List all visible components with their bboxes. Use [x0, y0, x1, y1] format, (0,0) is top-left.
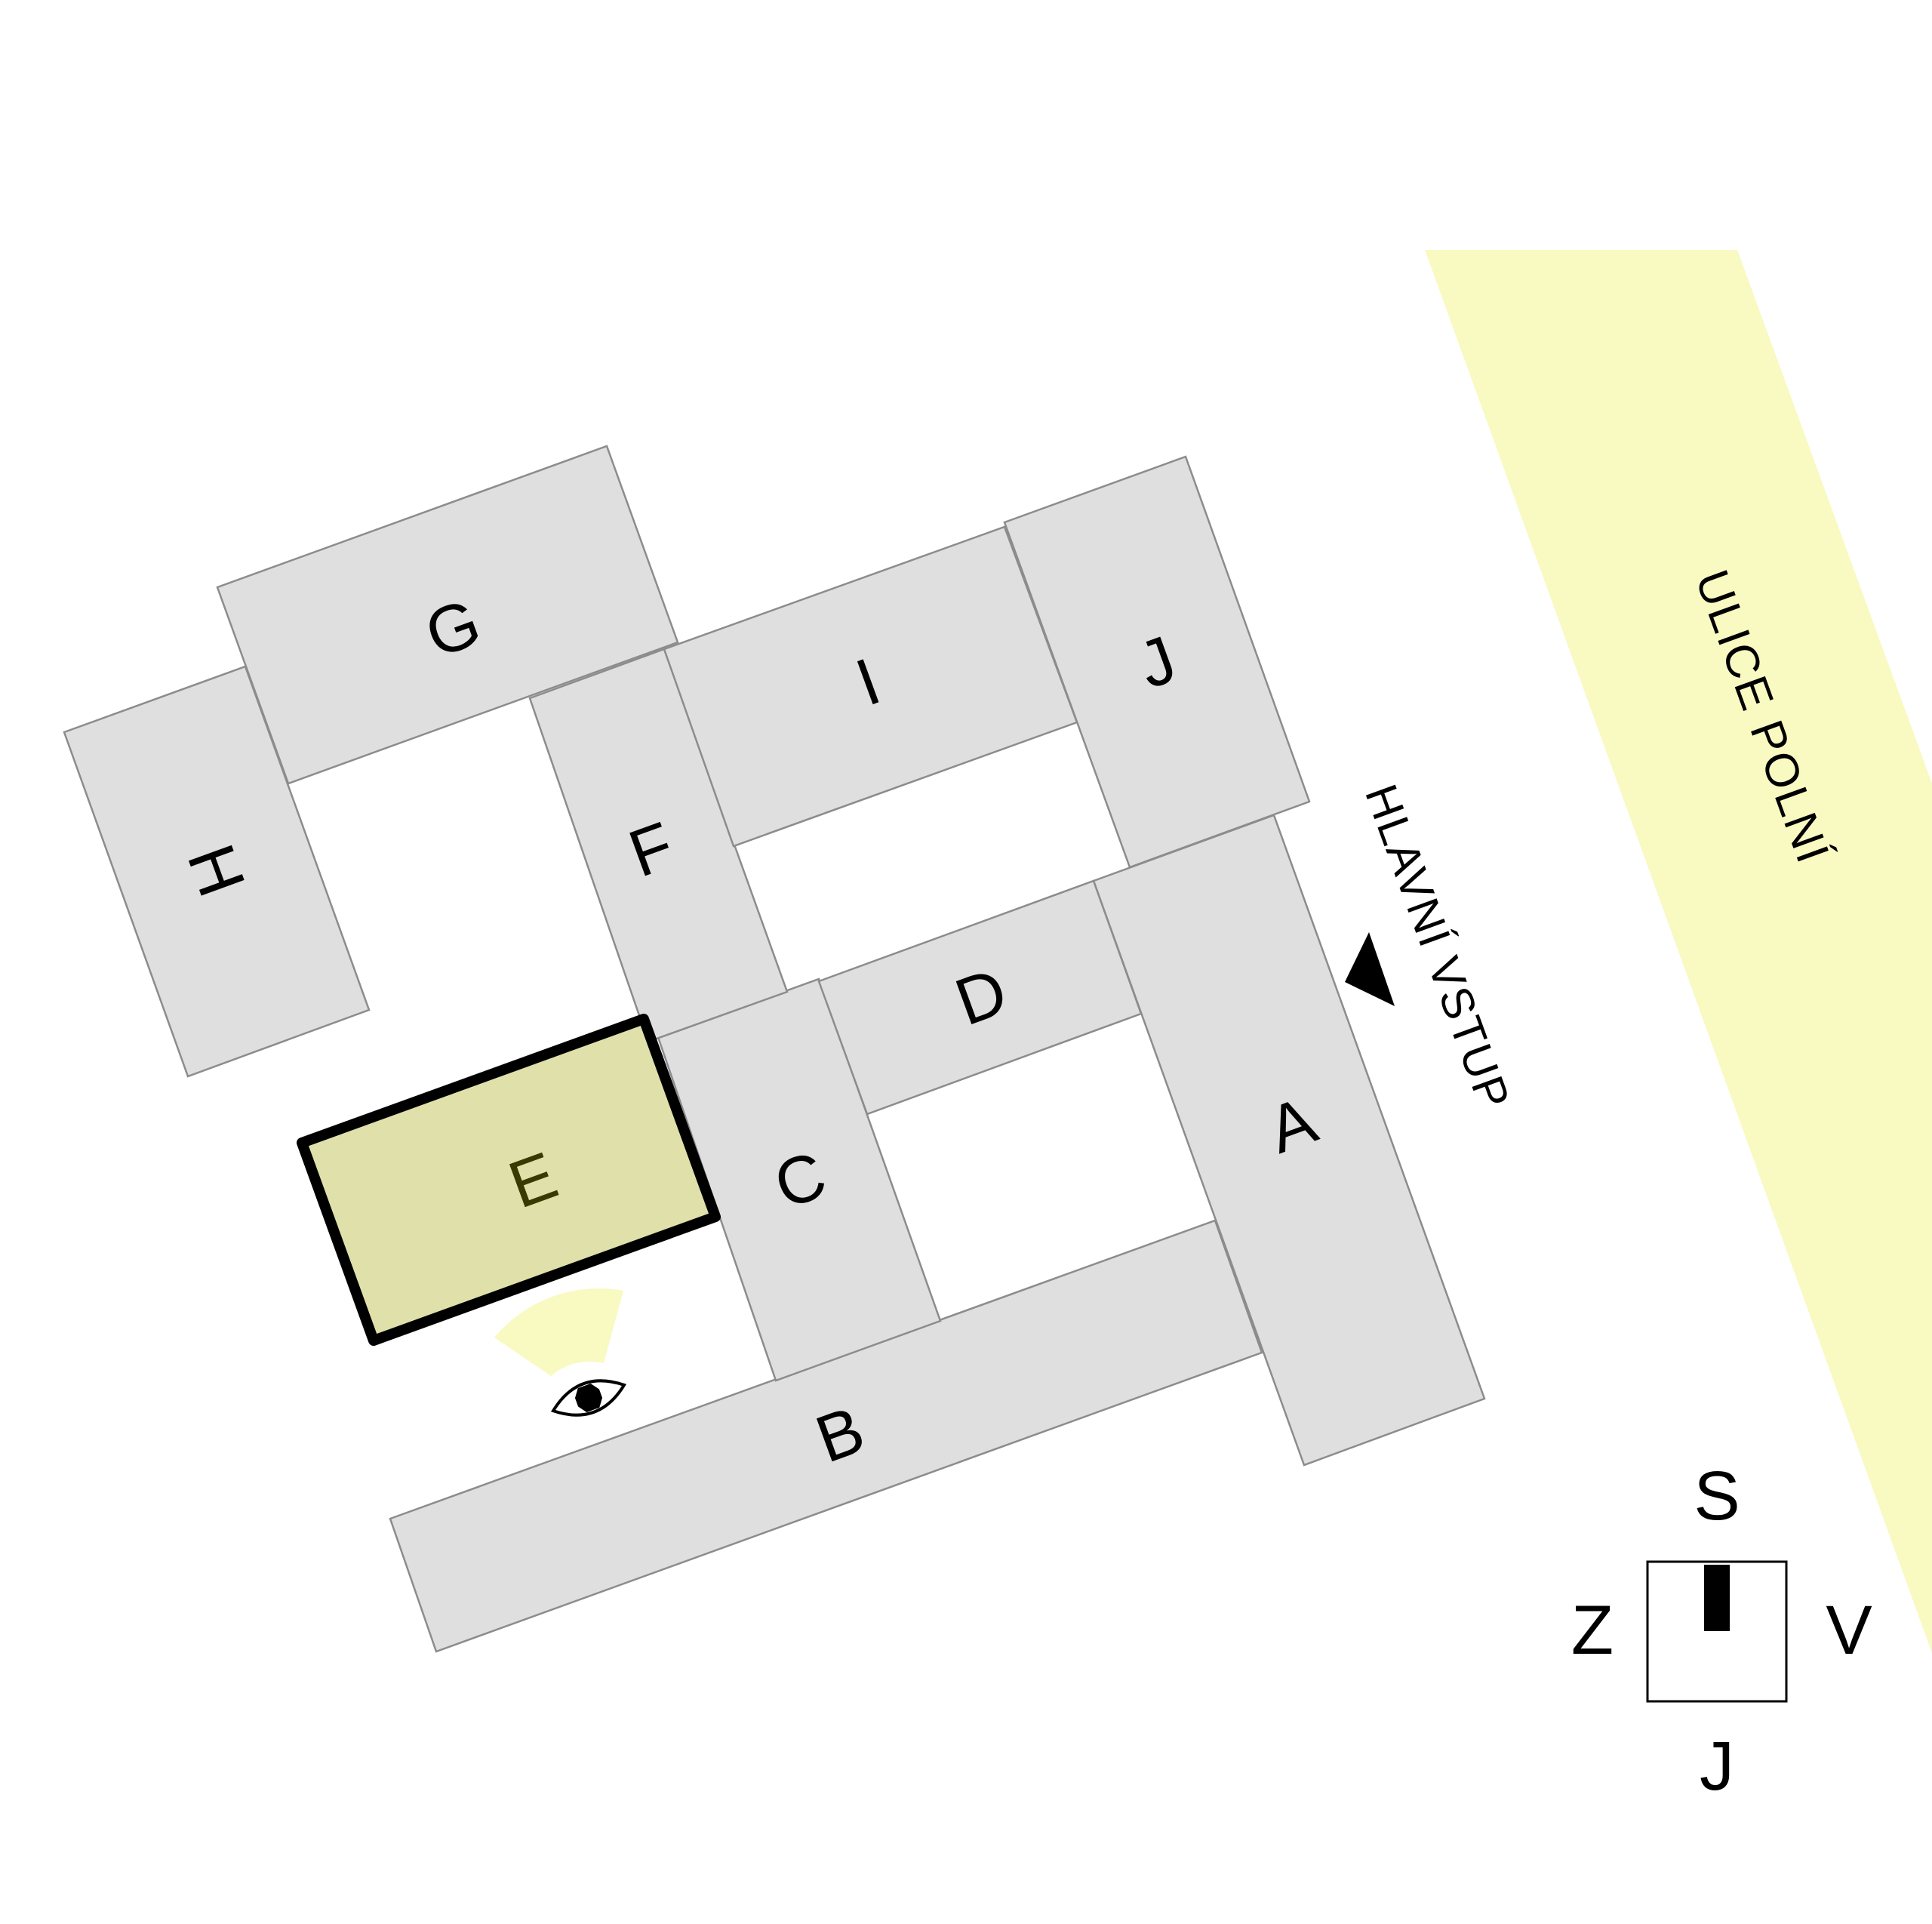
compass-east-label: V	[1826, 1592, 1872, 1669]
building-f[interactable]: F	[528, 648, 789, 1043]
north-arrow-icon	[1704, 1565, 1730, 1631]
building-h[interactable]: H	[63, 665, 371, 1078]
building-g[interactable]: G	[216, 445, 679, 785]
compass-south-label: J	[1700, 1728, 1734, 1805]
compass-north-label: S	[1694, 1458, 1740, 1535]
building-j[interactable]: J	[1003, 455, 1311, 869]
compass: S J Z V	[1571, 1458, 1872, 1805]
building-b[interactable]: B	[389, 1219, 1263, 1653]
street-ulice-polni	[1425, 250, 1932, 1653]
compass-west-label: Z	[1571, 1592, 1614, 1669]
building-c[interactable]: C	[657, 977, 942, 1382]
view-cone	[494, 1288, 623, 1376]
eye-icon	[551, 1379, 626, 1417]
entrance-triangle-icon	[1345, 932, 1395, 1006]
building-i[interactable]: I	[663, 525, 1078, 848]
building-d[interactable]: D	[817, 879, 1143, 1116]
building-e-highlighted[interactable]: E	[297, 1014, 721, 1346]
entrance-label: HLAVNÍ VSTUP	[1355, 778, 1520, 1117]
